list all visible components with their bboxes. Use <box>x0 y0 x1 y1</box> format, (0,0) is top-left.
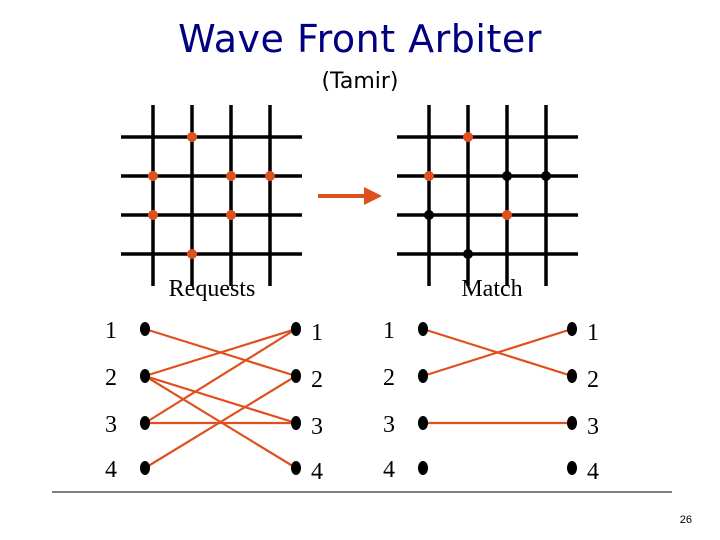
match-grid-request-dot-3-1 <box>424 210 434 220</box>
request-grid-request-dot-2-3 <box>226 171 236 181</box>
requests-graph-edge-4-2 <box>144 375 297 469</box>
match-graph-right-node-3 <box>567 416 577 430</box>
requests-graph-caption: Requests <box>169 276 256 302</box>
requests-graph: Requests 1 1 2 2 3 3 4 4 <box>105 276 323 485</box>
requests-graph-left-label-3: 3 <box>105 412 117 438</box>
requests-graph-right-node-3 <box>291 416 301 430</box>
match-graph-right-node-4 <box>567 461 577 475</box>
request-grid-request-dot-2-1 <box>148 171 158 181</box>
requests-graph-left-label-4: 4 <box>105 457 117 483</box>
arrow <box>318 187 382 205</box>
slide-title: Wave Front Arbiter <box>178 17 542 61</box>
match-graph-left-node-4 <box>418 461 428 475</box>
requests-graph-edge-3-1 <box>144 328 297 424</box>
match-graph-right-label-2: 2 <box>587 367 599 393</box>
requests-graph-edge-2-3 <box>144 374 297 425</box>
request-grid-request-dot-3-3 <box>226 210 236 220</box>
match-graph-edge-2-1 <box>422 327 573 378</box>
requests-graph-right-node-2 <box>291 369 301 383</box>
match-grid-request-dot-2-3 <box>502 171 512 181</box>
requests-graph-right-label-3: 3 <box>311 414 323 440</box>
match-graph-left-node-2 <box>418 369 428 383</box>
request-grid <box>121 105 302 286</box>
match-graph-left-label-2: 2 <box>383 365 395 391</box>
requests-graph-left-label-1: 1 <box>105 318 117 344</box>
match-graph-right-node-1 <box>567 322 577 336</box>
match-grid-request-dot-3-3 <box>502 210 512 220</box>
requests-graph-left-label-2: 2 <box>105 365 117 391</box>
match-grid-request-dot-2-4 <box>541 171 551 181</box>
arrow-head <box>364 187 382 205</box>
match-grid-request-dot-1-2 <box>463 132 473 142</box>
page-number: 26 <box>679 514 692 526</box>
match-graph-left-label-4: 4 <box>383 457 395 483</box>
requests-graph-right-label-2: 2 <box>311 367 323 393</box>
request-grid-request-dot-2-4 <box>265 171 275 181</box>
match-graph-caption: Match <box>461 276 522 302</box>
match-graph: Match 1 1 2 2 3 3 4 4 <box>383 276 599 485</box>
match-graph-right-label-3: 3 <box>587 414 599 440</box>
match-graph-right-node-2 <box>567 369 577 383</box>
match-grid <box>397 105 578 286</box>
requests-graph-right-node-1 <box>291 322 301 336</box>
request-grid-request-dot-3-1 <box>148 210 158 220</box>
match-graph-left-label-1: 1 <box>383 318 395 344</box>
match-grid-request-dot-2-1 <box>424 171 434 181</box>
requests-graph-right-label-4: 4 <box>311 459 323 485</box>
match-graph-right-label-1: 1 <box>587 320 599 346</box>
slide-subtitle: (Tamir) <box>321 69 399 94</box>
requests-graph-left-node-4 <box>140 461 150 475</box>
match-graph-left-node-1 <box>418 322 428 336</box>
match-graph-left-label-3: 3 <box>383 412 395 438</box>
request-grid-request-dot-1-2 <box>187 132 197 142</box>
requests-graph-left-node-1 <box>140 322 150 336</box>
requests-graph-left-node-3 <box>140 416 150 430</box>
requests-graph-right-label-1: 1 <box>311 320 323 346</box>
match-grid-request-dot-4-2 <box>463 249 473 259</box>
request-grid-request-dot-4-2 <box>187 249 197 259</box>
requests-graph-right-node-4 <box>291 461 301 475</box>
requests-graph-edge-2-1 <box>144 327 297 378</box>
match-graph-right-label-4: 4 <box>587 459 599 485</box>
match-graph-left-node-3 <box>418 416 428 430</box>
requests-graph-left-node-2 <box>140 369 150 383</box>
